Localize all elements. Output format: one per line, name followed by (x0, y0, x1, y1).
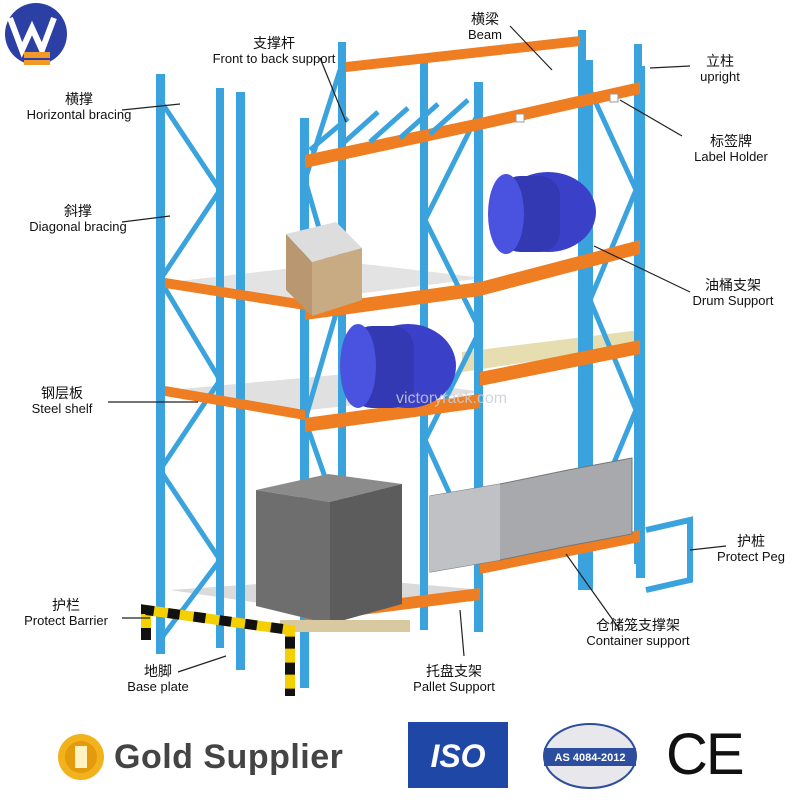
drums (340, 172, 596, 408)
gold-coin-icon (58, 734, 104, 780)
protect-peg (645, 516, 693, 593)
watermark: victoryrack.com (396, 390, 508, 407)
as-standard-badge: AS 4084-2012 (538, 720, 642, 792)
iso-badge: ISO (408, 722, 508, 788)
steel-block (256, 474, 410, 632)
protect-barrier (141, 604, 295, 696)
beams (165, 36, 640, 622)
ce-mark: CE (666, 722, 745, 787)
cardboard-box (286, 222, 362, 316)
footer-badges: Gold Supplier ISO AS 4084-2012 CE (0, 716, 800, 800)
label-holders (515, 93, 619, 123)
front-uprights (156, 60, 645, 688)
gold-supplier-badge: Gold Supplier (56, 732, 386, 782)
front-to-back-supports (308, 98, 470, 152)
standard-seal-icon (543, 723, 637, 789)
container-cages (429, 457, 633, 573)
company-logo (5, 3, 67, 65)
leader-lines (108, 25, 727, 673)
